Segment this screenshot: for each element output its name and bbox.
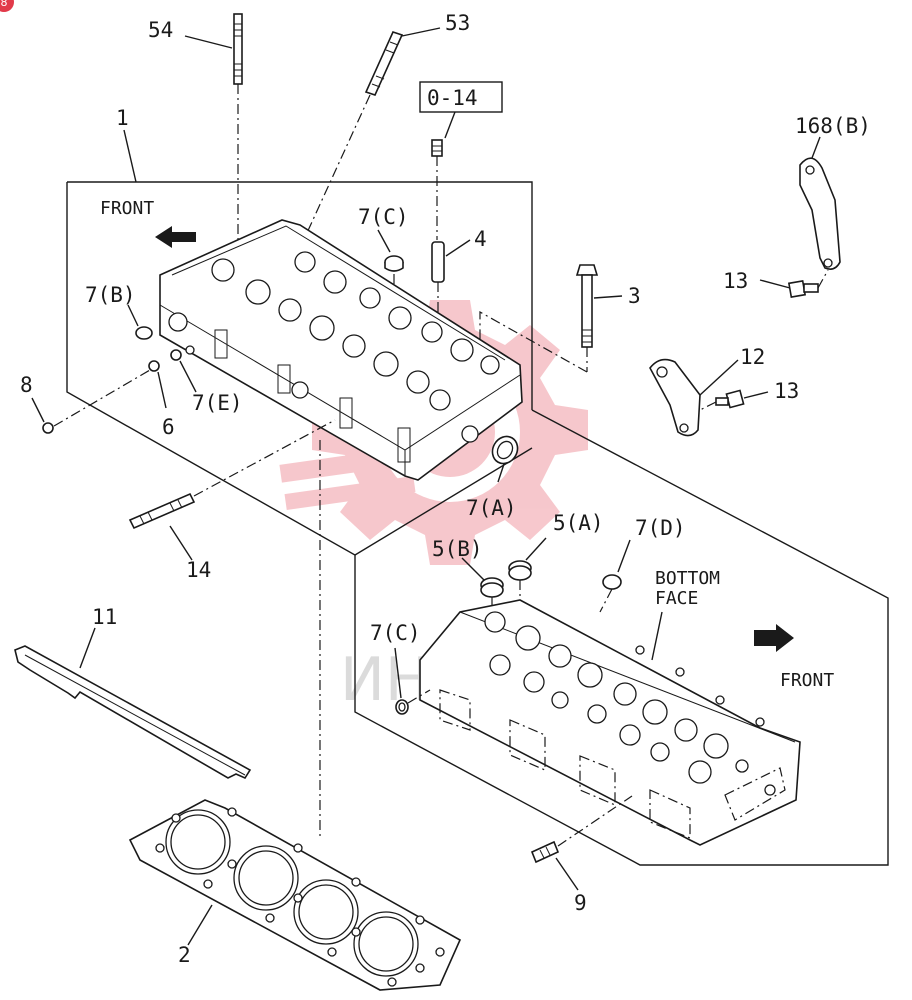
label-13-top: 13 bbox=[723, 269, 748, 293]
label-3: 3 bbox=[628, 284, 641, 308]
stud-54 bbox=[233, 13, 243, 270]
label-2: 2 bbox=[178, 943, 191, 967]
label-11: 11 bbox=[92, 605, 117, 629]
cylinder-head-top-view bbox=[159, 219, 523, 481]
bracket-strip-11 bbox=[14, 645, 252, 780]
plug-0-14 bbox=[431, 139, 443, 240]
leader-8-dash bbox=[53, 369, 151, 427]
leader-7c-bottom bbox=[394, 647, 402, 699]
seal-5b bbox=[480, 577, 504, 640]
plug-8 bbox=[42, 422, 54, 434]
bolt-3 bbox=[575, 264, 599, 372]
leader-1 bbox=[123, 129, 137, 183]
bracket-12 bbox=[649, 358, 701, 437]
label-54: 54 bbox=[148, 18, 173, 42]
label-12: 12 bbox=[740, 345, 765, 369]
label-5a: 5(A) bbox=[553, 511, 604, 535]
label-14: 14 bbox=[186, 558, 211, 582]
label-7a: 7(A) bbox=[466, 496, 517, 520]
leader-13-mid bbox=[743, 391, 769, 399]
upper-assembly-frame bbox=[66, 181, 889, 866]
bolt-13-mid bbox=[699, 389, 745, 411]
plug-7e bbox=[170, 349, 182, 361]
label-4: 4 bbox=[474, 227, 487, 251]
seal-7a bbox=[491, 435, 519, 465]
label-box-0-14: 0-14 bbox=[427, 86, 478, 110]
label-7c-top: 7(C) bbox=[358, 205, 409, 229]
label-front-bottom: FRONT bbox=[780, 670, 834, 691]
label-6: 6 bbox=[162, 415, 175, 439]
leader-13-top bbox=[759, 279, 791, 289]
leader-bottom-face bbox=[651, 611, 663, 661]
label-9: 9 bbox=[574, 891, 587, 915]
label-53: 53 bbox=[445, 11, 470, 35]
leader-54 bbox=[184, 35, 233, 49]
leader-11 bbox=[79, 627, 96, 669]
bracket-168b bbox=[799, 157, 841, 270]
bolt-13-top bbox=[787, 269, 829, 299]
plug-7d bbox=[599, 574, 622, 613]
leader-4 bbox=[445, 239, 471, 257]
leader-2 bbox=[187, 904, 213, 946]
label-7d: 7(D) bbox=[635, 516, 686, 540]
leader-7d bbox=[617, 539, 631, 573]
label-168b: 168(B) bbox=[795, 114, 871, 138]
leader-9 bbox=[555, 857, 579, 891]
leader-5b bbox=[461, 557, 485, 581]
plug-7b bbox=[135, 326, 153, 340]
corner-badge: 8 bbox=[0, 0, 14, 12]
seal-7c-bottom bbox=[395, 689, 431, 715]
label-face: FACE bbox=[655, 588, 698, 609]
cylinder-head-bottom-view bbox=[419, 599, 801, 846]
leader-7b bbox=[127, 304, 139, 327]
plug-6 bbox=[148, 360, 160, 372]
leader-168b bbox=[811, 136, 821, 159]
stud-9 bbox=[530, 795, 633, 864]
front-arrow-top bbox=[155, 226, 196, 248]
leader-0-14 bbox=[444, 111, 456, 139]
leader-14 bbox=[169, 525, 193, 561]
leader-3 bbox=[593, 295, 623, 299]
leader-7c-top bbox=[377, 229, 391, 253]
label-7b: 7(B) bbox=[85, 283, 136, 307]
label-front-top: FRONT bbox=[100, 198, 154, 219]
bolt-3-path bbox=[479, 310, 588, 373]
leader-53 bbox=[401, 27, 441, 37]
head-gasket-2 bbox=[128, 799, 462, 991]
leader-8 bbox=[31, 397, 45, 423]
label-13-mid: 13 bbox=[774, 379, 799, 403]
leader-7e bbox=[179, 360, 197, 393]
label-7e: 7(E) bbox=[192, 391, 243, 415]
label-bottom: BOTTOM bbox=[655, 568, 720, 589]
label-1: 1 bbox=[116, 106, 129, 130]
label-5b: 5(B) bbox=[432, 537, 483, 561]
leader-7a bbox=[497, 463, 505, 483]
lower-assembly-frame bbox=[354, 447, 533, 556]
leader-6 bbox=[157, 371, 167, 409]
leader-5a bbox=[525, 537, 547, 561]
label-8: 8 bbox=[20, 373, 33, 397]
label-7c-bottom: 7(C) bbox=[370, 621, 421, 645]
ref-box-0-14 bbox=[419, 81, 503, 113]
stud-14 bbox=[128, 419, 336, 530]
front-arrow-bottom bbox=[754, 624, 794, 652]
leader-12 bbox=[699, 359, 739, 396]
plug-7c-top bbox=[384, 255, 404, 390]
